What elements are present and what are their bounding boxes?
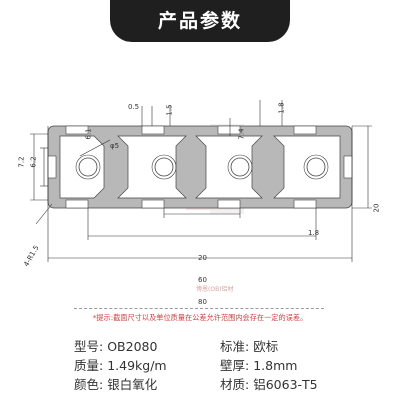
dim-phi5: φ5 <box>110 142 120 150</box>
dim-6-2: 6.2 <box>29 156 38 168</box>
spec-value: OB2080 <box>107 339 158 354</box>
dim-20-vertical: 20 <box>372 203 381 213</box>
dim-6-1: 6.1 <box>84 128 93 140</box>
divider <box>74 308 324 309</box>
spec-label: 材质: <box>220 377 250 392</box>
spec-model: 型号:OB2080 <box>74 336 157 354</box>
dim-7-4: 7.4 <box>237 128 246 140</box>
dim-1-5: 1.5 <box>165 104 174 116</box>
tolerance-note: *提示:截面尺寸以及单位质量在公差允许范围内会存在一定的误差。 <box>92 313 308 322</box>
spec-value: 欧标 <box>253 339 279 354</box>
profile-section <box>47 125 353 209</box>
dim-7-2: 7.2 <box>17 156 26 168</box>
dim-1-8-bottom: 1.8 <box>308 229 320 237</box>
dim-60: 60 <box>198 276 207 284</box>
dim-1-8-top: 1.8 <box>277 102 286 114</box>
spec-label: 质量: <box>74 358 104 373</box>
spec-value: 1.49kg/m <box>107 358 167 373</box>
dim-0-5: 0.5 <box>128 103 140 111</box>
header: 产品参数 <box>0 0 400 46</box>
watermark-text: 博恩(OB)铝材 <box>196 286 234 293</box>
spec-standard: 标准:欧标 <box>220 336 278 354</box>
spec-weight: 质量:1.49kg/m <box>74 355 167 373</box>
spec-value: 1.8mm <box>253 358 298 373</box>
dim-80: 80 <box>198 298 207 306</box>
spec-color: 颜色:银白氧化 <box>74 374 157 392</box>
spec-thickness: 壁厚:1.8mm <box>220 355 297 373</box>
spec-value: 铝6063-T5 <box>253 377 318 392</box>
spec-label: 颜色: <box>74 377 104 392</box>
spec-label: 型号: <box>74 339 104 354</box>
dim-20-horizontal: 20 <box>198 254 207 262</box>
spec-value: 银白氧化 <box>107 377 158 392</box>
spec-material: 材质:铝6063-T5 <box>220 374 318 392</box>
spec-label: 标准: <box>220 339 250 354</box>
profile-diagram: OB <box>30 100 372 262</box>
page-title: 产品参数 <box>110 0 290 42</box>
dimension-lines <box>30 100 372 262</box>
spec-label: 壁厚: <box>220 358 250 373</box>
profile-drawing: OB <box>0 48 400 306</box>
